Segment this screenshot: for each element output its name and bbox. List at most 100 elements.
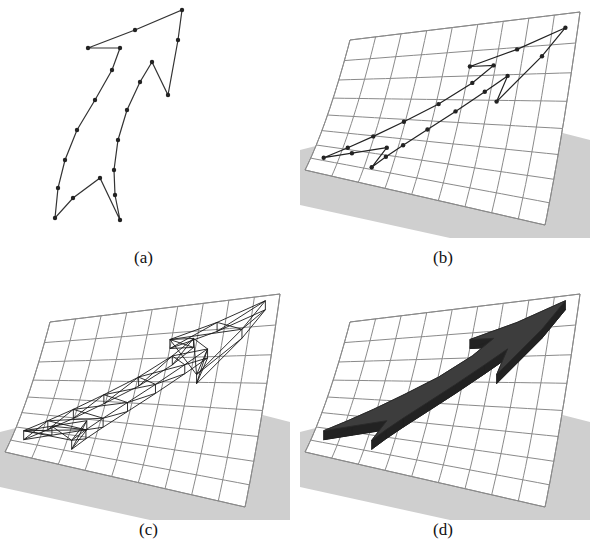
wire-edge bbox=[265, 301, 266, 310]
vertex-dot bbox=[63, 158, 67, 162]
grid-line bbox=[311, 158, 550, 203]
wire-edge bbox=[194, 338, 208, 349]
vertex-dot bbox=[540, 54, 544, 58]
mapped-arrow-panel bbox=[300, 12, 590, 238]
wire-edge bbox=[128, 393, 156, 402]
grid-line bbox=[311, 440, 550, 485]
vertex-dot bbox=[180, 8, 184, 12]
vertex-dot bbox=[385, 146, 389, 150]
solid-arrow-panel bbox=[300, 294, 590, 520]
vertex-dot bbox=[118, 46, 122, 50]
wire-edge bbox=[197, 349, 208, 384]
wireframe-arrow-panel bbox=[0, 294, 290, 520]
vertex-dot bbox=[515, 47, 519, 51]
wire-edge bbox=[103, 418, 104, 427]
vertex-dot bbox=[453, 109, 457, 113]
wire-edge bbox=[184, 365, 185, 374]
wire-edge bbox=[170, 340, 197, 375]
wire-edge bbox=[139, 365, 185, 377]
vertex-dot bbox=[150, 60, 154, 64]
vertex-dot bbox=[346, 146, 350, 150]
grid-line bbox=[28, 397, 263, 411]
vertex-dot bbox=[53, 216, 57, 220]
panel-label: (b) bbox=[433, 248, 453, 268]
wire-edge bbox=[217, 322, 218, 331]
wire-edge bbox=[155, 384, 156, 393]
wire-edge bbox=[85, 430, 86, 439]
curved-surface bbox=[305, 294, 580, 507]
vertex-dot bbox=[118, 218, 122, 222]
wire-edge bbox=[23, 431, 24, 440]
vertex-dot bbox=[401, 143, 405, 147]
grid-line bbox=[44, 325, 275, 343]
wire-top bbox=[24, 301, 266, 441]
vertex-dot bbox=[384, 155, 388, 159]
vertex-dot bbox=[468, 64, 472, 68]
vertex-dot bbox=[322, 156, 326, 160]
grid-line bbox=[350, 12, 580, 40]
vertex-dot bbox=[491, 63, 495, 67]
grid-line bbox=[305, 40, 350, 170]
wire-edge bbox=[139, 356, 173, 386]
flat-arrow-panel bbox=[53, 8, 184, 222]
grid-line bbox=[5, 322, 50, 452]
panel-label: (a) bbox=[134, 248, 153, 268]
vertex-dot bbox=[483, 90, 487, 94]
wire-edge bbox=[217, 322, 242, 329]
vertex-dot bbox=[402, 120, 406, 124]
vertex-dot bbox=[470, 81, 474, 85]
grid-line bbox=[305, 170, 545, 225]
wire-edge bbox=[103, 412, 127, 419]
vertex-dot bbox=[75, 128, 79, 132]
wire-edge bbox=[73, 395, 104, 419]
vertex-dot bbox=[436, 102, 440, 106]
wire-edge bbox=[170, 322, 217, 348]
wire-edge bbox=[103, 395, 104, 404]
grid-line bbox=[5, 452, 245, 507]
vertex-dot bbox=[425, 127, 429, 131]
panel-label: (d) bbox=[433, 520, 453, 540]
vertex-dot bbox=[494, 99, 498, 103]
vertex-dot bbox=[563, 26, 567, 30]
panel-label: (c) bbox=[139, 520, 158, 540]
grid-line bbox=[339, 355, 572, 362]
solid-top bbox=[324, 301, 566, 441]
vertex-dot bbox=[125, 108, 129, 112]
grid-line bbox=[322, 131, 558, 155]
vertex-dot bbox=[71, 196, 75, 200]
vertex-dot bbox=[371, 134, 375, 138]
wire-bottom bbox=[24, 310, 266, 450]
wire-edge bbox=[139, 377, 156, 384]
wire-edge bbox=[172, 356, 173, 365]
grid-line bbox=[39, 355, 271, 362]
vertex-dot bbox=[98, 176, 102, 180]
mapped-arrow-outline bbox=[324, 28, 566, 168]
vertex-dot bbox=[166, 93, 170, 97]
wire-edge bbox=[104, 377, 139, 404]
wire-edge bbox=[86, 421, 87, 430]
wire-edge bbox=[138, 377, 139, 386]
wire-edge bbox=[172, 356, 184, 365]
wire-edge bbox=[241, 329, 242, 338]
vertex-dot bbox=[138, 80, 142, 84]
vertex-dot bbox=[113, 193, 117, 197]
wire-edge bbox=[197, 338, 242, 374]
wire-edge bbox=[127, 403, 128, 412]
wire-edge bbox=[73, 409, 103, 418]
wire-edge bbox=[169, 340, 170, 349]
vertex-dot bbox=[56, 186, 60, 190]
curved-surface bbox=[305, 12, 580, 225]
vertex-dot bbox=[505, 74, 509, 78]
wire-edge bbox=[47, 421, 48, 430]
wire-edge bbox=[73, 409, 74, 418]
grid-line bbox=[11, 440, 250, 485]
vertex-dot bbox=[110, 68, 114, 72]
curved-surface bbox=[5, 294, 280, 507]
vertex-dot bbox=[370, 165, 374, 169]
grid-line bbox=[339, 73, 572, 80]
vertex-dot bbox=[176, 38, 180, 42]
wire-edge bbox=[155, 374, 184, 385]
wire-edge bbox=[48, 418, 103, 421]
vertex-dot bbox=[112, 168, 116, 172]
